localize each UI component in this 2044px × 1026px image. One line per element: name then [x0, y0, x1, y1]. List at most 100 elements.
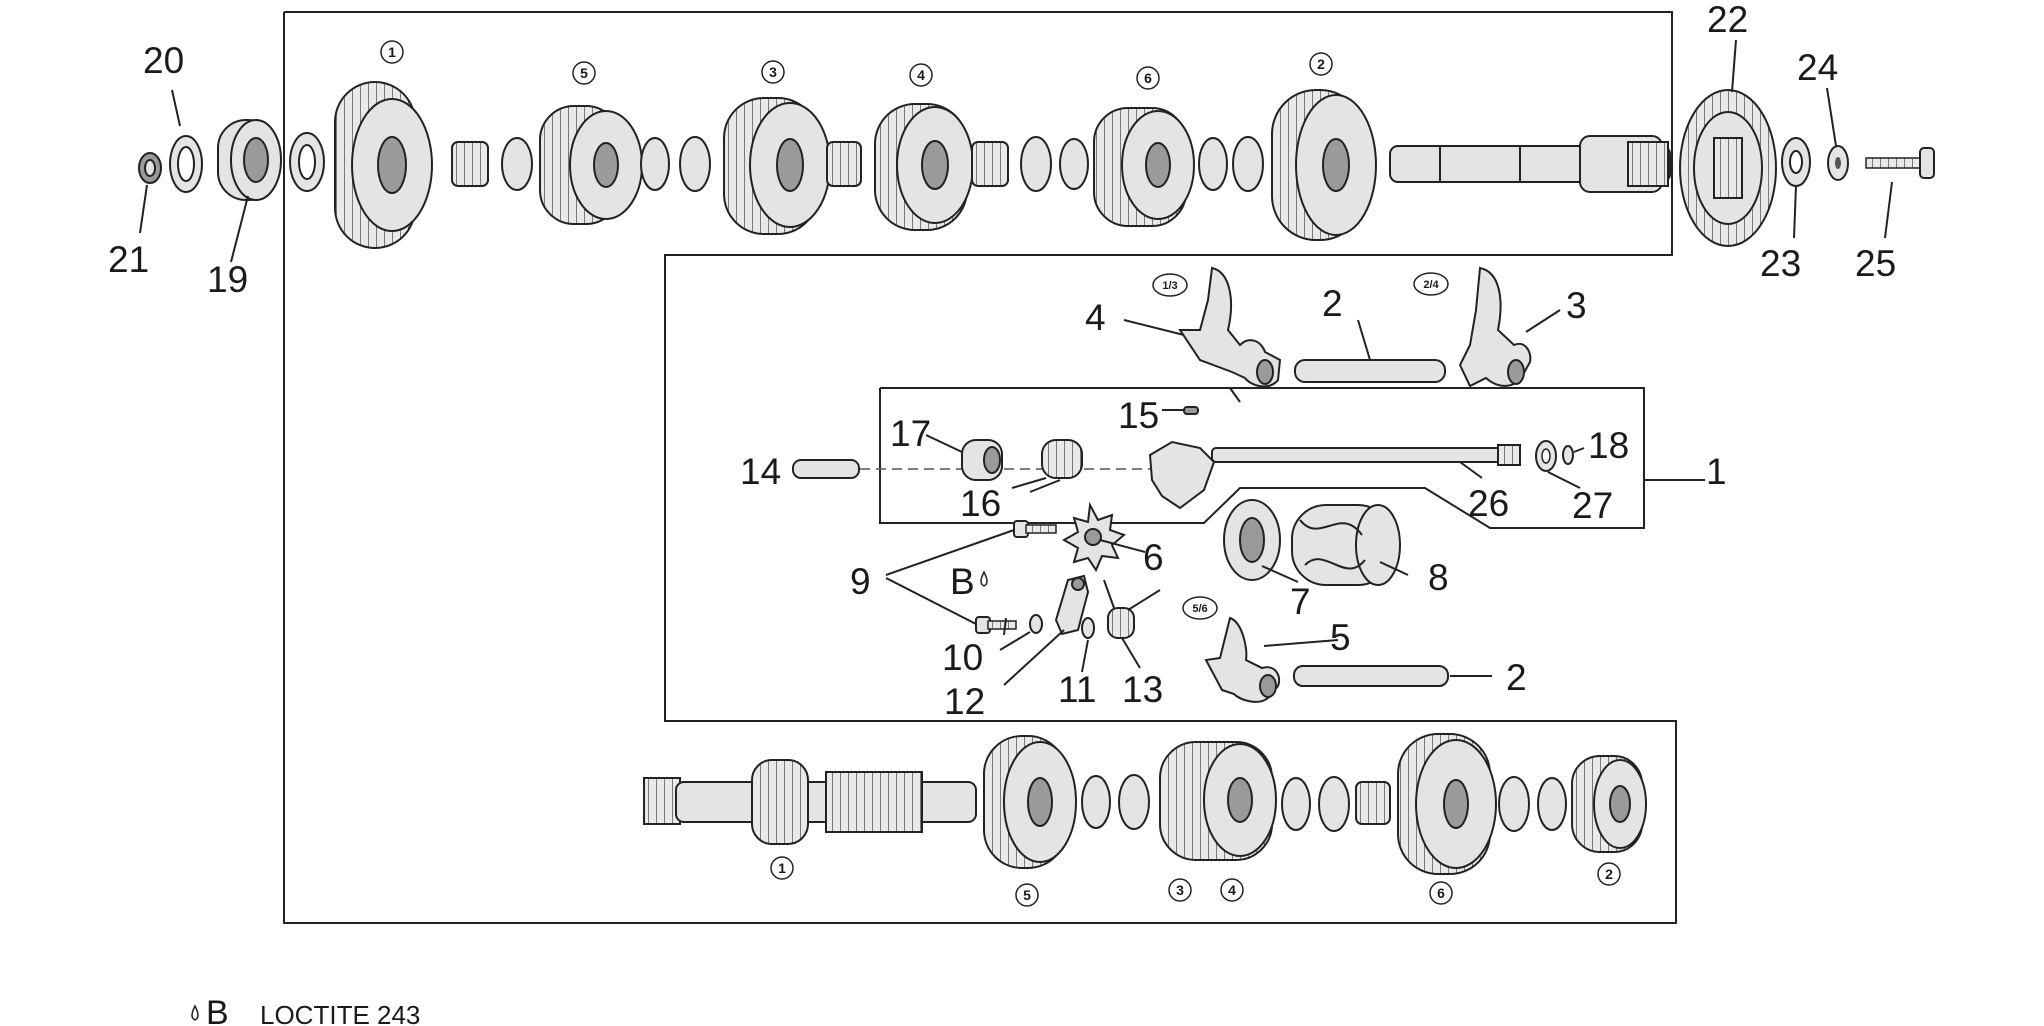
- loctite-drop-icon: [191, 1004, 199, 1021]
- mark-bot-g2: 2: [1597, 862, 1621, 886]
- gear-marks: 1 5 3 4 6 2 1 5 3 4 6 2: [380, 40, 1621, 907]
- assembly-frame: [283, 11, 1705, 924]
- svg-text:1: 1: [778, 860, 786, 876]
- mark-top-g5: 5: [572, 61, 596, 85]
- bearing-7: [1223, 499, 1281, 581]
- bottom-shaft-assembly: [643, 733, 1647, 875]
- needle-bearing: [826, 141, 862, 187]
- callout-B: B: [950, 561, 975, 602]
- label-2-top: 2: [1322, 283, 1343, 324]
- spring-16: [1029, 439, 1083, 493]
- star-wheel-6: [1061, 501, 1126, 573]
- label-8: 8: [1428, 557, 1449, 598]
- svg-text:3: 3: [769, 64, 777, 80]
- splined-washer: [1498, 776, 1530, 832]
- label-15: 15: [1118, 395, 1159, 436]
- svg-text:5/6: 5/6: [1192, 603, 1207, 615]
- circlip: [640, 137, 670, 191]
- svg-text:1: 1: [388, 44, 396, 60]
- svg-text:2: 2: [1317, 56, 1325, 72]
- screw-15: [1183, 406, 1199, 415]
- label-17: 17: [890, 413, 931, 454]
- svg-text:6: 6: [1144, 70, 1152, 86]
- label-27: 27: [1572, 485, 1613, 526]
- label-4: 4: [1085, 297, 1106, 338]
- legend-symbol: B: [206, 994, 229, 1026]
- label-7: 7: [1290, 581, 1311, 622]
- svg-text:2: 2: [1605, 866, 1613, 882]
- mark-top-g2: 2: [1309, 52, 1333, 76]
- svg-text:3: 3: [1176, 882, 1184, 898]
- fork-marks: 1/3 2/4 5/6: [1152, 272, 1449, 620]
- fork-rod-2-lower: [1293, 665, 1449, 687]
- leader-lines: [139, 39, 1893, 686]
- label-23: 23: [1760, 243, 1801, 284]
- circlip-18: [1562, 445, 1574, 465]
- label-16: 16: [960, 483, 1001, 524]
- mark-fork-2-4: 2/4: [1413, 272, 1449, 296]
- part-labels: 20 21 19 22 24 23 25 4 2 3 15 17 18 14 1…: [108, 0, 1896, 722]
- shift-fork-3: [1458, 266, 1532, 388]
- mark-top-g3: 3: [761, 60, 785, 84]
- svg-text:5: 5: [1023, 887, 1031, 903]
- bolt-9-lower: [975, 616, 1017, 634]
- splined-washer: [1118, 774, 1150, 830]
- label-20: 20: [143, 40, 184, 81]
- mark-top-g1: 1: [380, 40, 404, 64]
- bearing-19: [217, 119, 282, 201]
- splined-washer: [1318, 776, 1350, 832]
- washer-20: [169, 135, 203, 193]
- needle-bearing: [451, 141, 489, 187]
- label-10: 10: [942, 637, 983, 678]
- splined-washer: [1232, 136, 1264, 192]
- bottom-gear-3-4: [1159, 741, 1277, 861]
- mark-bot-g6: 6: [1429, 881, 1453, 905]
- label-3: 3: [1566, 285, 1587, 326]
- circlip: [1198, 137, 1228, 191]
- shift-fork-4: [1178, 266, 1282, 388]
- mark-top-g4: 4: [909, 63, 933, 87]
- bottom-main-shaft: [643, 759, 977, 845]
- svg-text:4: 4: [917, 67, 925, 83]
- bolt-25: [1865, 147, 1935, 179]
- bolt-9-upper: [1013, 520, 1057, 538]
- legend: B LOCTITE 243: [191, 994, 420, 1026]
- top-shaft-assembly: [138, 81, 1935, 249]
- loctite-drop-icon: [980, 570, 988, 587]
- washer-24: [1827, 145, 1849, 181]
- splined-washer: [679, 136, 711, 192]
- selector-drum-8: [1291, 504, 1401, 586]
- label-12: 12: [944, 681, 985, 722]
- label-21: 21: [108, 239, 149, 280]
- svg-text:5: 5: [580, 65, 588, 81]
- sprocket-22: [1679, 89, 1777, 247]
- mark-fork-1-3: 1/3: [1152, 273, 1188, 297]
- bottom-gear-2: [1571, 755, 1647, 853]
- circlip: [1281, 777, 1311, 831]
- bottom-gear-6: [1397, 733, 1497, 875]
- needle-bearing: [1355, 781, 1391, 825]
- circlip: [1537, 777, 1567, 831]
- nut-21: [138, 152, 162, 184]
- svg-text:4: 4: [1228, 882, 1236, 898]
- top-gear-1: [334, 81, 433, 249]
- mark-top-g6: 6: [1136, 66, 1160, 90]
- label-25: 25: [1855, 243, 1896, 284]
- svg-text:6: 6: [1437, 885, 1445, 901]
- label-14: 14: [740, 451, 781, 492]
- circlip: [1081, 775, 1111, 829]
- top-gear-6: [1093, 107, 1195, 227]
- bottom-gear-5: [983, 735, 1077, 869]
- shift-fork-5: [1204, 616, 1281, 703]
- mark-bot-g5: 5: [1015, 883, 1039, 907]
- label-13: 13: [1122, 669, 1163, 710]
- mark-bot-g1: 1: [770, 856, 794, 880]
- top-gear-2: [1271, 89, 1377, 241]
- svg-text:1/3: 1/3: [1162, 280, 1177, 292]
- washer: [501, 137, 533, 191]
- mark-fork-5-6: 5/6: [1182, 596, 1218, 620]
- splined-washer: [1020, 136, 1052, 192]
- fork-rod-2: [1294, 359, 1446, 383]
- pin-14: [792, 459, 860, 479]
